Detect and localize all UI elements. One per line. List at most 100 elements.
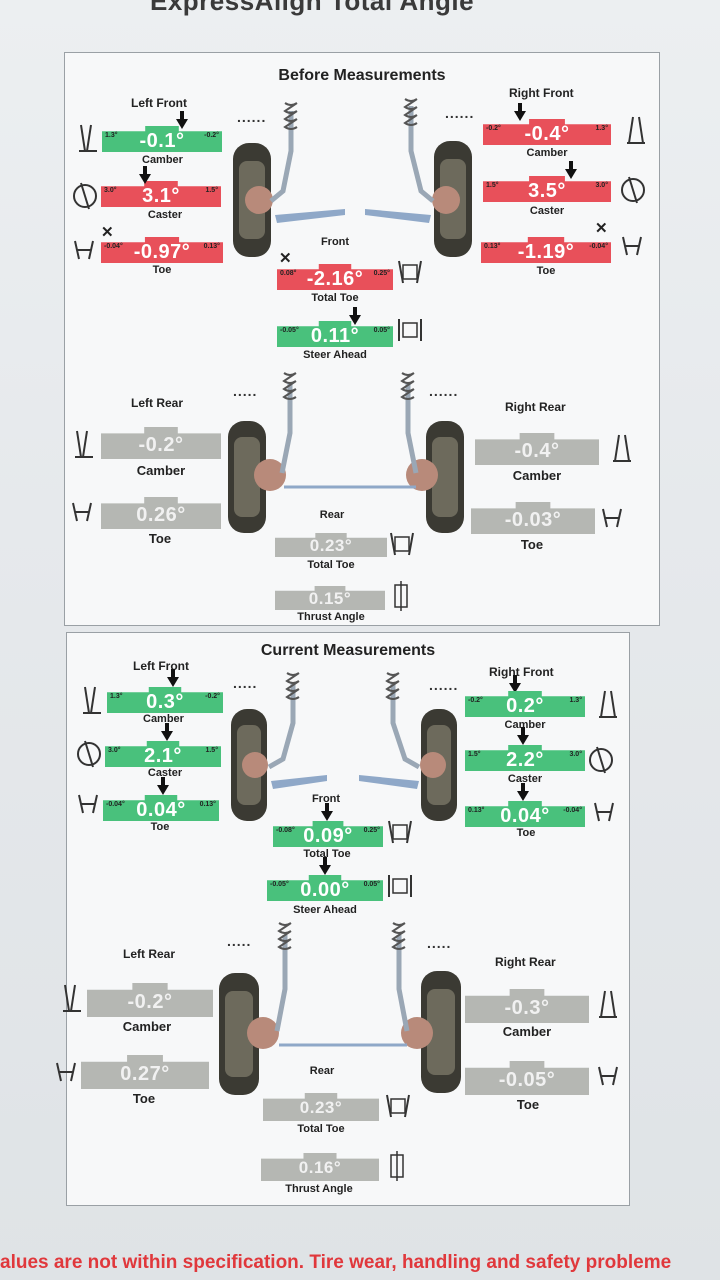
gauge-value: -0.3° [504,997,550,1019]
gauge-min: -0.2° [486,125,501,132]
leader-dots: ...... [429,677,459,693]
caster-label: Caster [529,205,565,217]
gauge-value: 0.04° [500,805,550,827]
right-rear-camber-gauge: -0.4° [475,433,599,465]
toe-label: Toe [152,264,172,276]
gauge-max: 1.3° [595,125,608,132]
arrow-down-icon [514,103,526,121]
gauge-min: 3.0° [104,187,117,194]
leader-dots: ...... [445,105,475,121]
camber-icon [83,686,101,714]
right-rear-camber-gauge: -0.3° [465,989,589,1023]
gauge-min: -0.2° [468,697,483,704]
front-total-toe-gauge: -0.08° 0.09° 0.25° [273,821,383,847]
steer-ahead-icon [398,319,422,341]
arrow-down-icon [517,727,529,745]
gauge-max: 0.25° [363,827,380,834]
left-front-toe-gauge: -0.04° -0.97° 0.13° [101,237,223,263]
gauge-value: -0.2° [138,434,184,456]
left-rear-camber-gauge: -0.2° [101,427,221,459]
left-front-caster-gauge: 3.0° 3.1° 1.5° [101,181,221,207]
gauge-max: -0.04° [563,807,582,814]
gauge-min: 0.08° [280,270,297,277]
toe-icon [74,240,94,260]
front-suspension-drawing [231,672,457,821]
right-front-caster-gauge: 1.5° 2.2° 3.0° [465,745,585,771]
leader-dots: ..... [227,933,252,949]
panel-title: Current Measurements [260,642,436,659]
gauge-min: 1.5° [468,751,481,758]
gauge-value: -0.4° [514,440,560,462]
gauge-value: 0.23° [299,1098,343,1117]
arrow-down-icon [167,669,179,687]
right-rear-toe-gauge: -0.03° [471,502,595,534]
steer-ahead-icon [388,875,412,897]
caster-label: Caster [507,773,543,785]
gauge-min: 0.13° [468,807,485,814]
left-rear-toe-gauge: 0.27° [81,1055,209,1089]
gauge-value: 0.11° [310,325,360,347]
camber-label: Camber [122,1019,172,1034]
gauge-max: 3.0° [569,751,582,758]
toe-icon [78,794,98,814]
right-front-toe-gauge: 0.13° -1.19° -0.04° [481,237,611,263]
thrust-angle-icon [394,581,408,611]
toe-label: Toe [520,537,544,552]
camber-icon [599,690,617,718]
camber-icon [627,116,645,144]
camber-icon [75,430,93,458]
camber-label: Camber [136,463,186,478]
rear-label: Rear [319,509,345,521]
steer-ahead-label: Steer Ahead [293,904,357,916]
toe-icon [622,236,642,256]
total-toe-icon [390,532,414,556]
arrow-down-icon [139,166,151,184]
gauge-max: 1.3° [569,697,582,704]
leader-dots: ..... [233,675,258,691]
thrust-angle-label: Thrust Angle [285,1183,353,1195]
camber-label: Camber [526,147,568,159]
gauge-value: -0.1° [139,130,185,152]
total-toe-icon [388,820,412,844]
steer-ahead-gauge: -0.05° 0.11° 0.05° [277,321,393,347]
gauge-value: 3.5° [528,180,566,202]
gauge-max: 0.25° [373,270,390,277]
total-toe-label: Total Toe [303,848,351,860]
rear-suspension-drawing [228,372,464,533]
document-title: ExpressAlign Total Angle [150,0,475,16]
right-rear-toe-gauge: -0.05° [465,1061,589,1095]
leader-dots: ..... [233,383,258,399]
front-label: Front [320,236,350,248]
toe-icon [72,502,92,522]
right-front-camber-gauge: -0.2° 0.2° 1.3° [465,691,585,717]
gauge-value: 0.26° [136,504,186,526]
leader-dots: ...... [237,109,267,125]
toe-label: Toe [132,1091,156,1106]
right-rear-label: Right Rear [505,400,566,414]
gauge-min: -0.04° [106,801,125,808]
x-mark-icon: ✕ [101,224,114,241]
toe-icon [56,1062,76,1082]
left-front-caster-gauge: 3.0° 2.1° 1.5° [105,741,221,767]
gauge-value: 0.3° [146,691,184,713]
total-toe-icon [398,260,422,284]
toe-label: Toe [536,265,556,277]
gauge-value: -1.19° [517,241,575,263]
right-front-caster-gauge: 1.5° 3.5° 3.0° [483,176,611,202]
toe-label: Toe [150,821,170,833]
gauge-min: 1.3° [110,693,123,700]
arrow-down-icon [517,783,529,801]
rear-suspension-drawing [219,922,461,1095]
gauge-value: 2.2° [506,749,544,771]
left-front-camber-gauge: 1.3° -0.1° -0.2° [102,126,222,152]
gauge-max: 0.05° [373,327,390,334]
gauge-value: -0.4° [524,123,570,145]
camber-label: Camber [143,713,184,725]
toe-label: Toe [148,531,172,546]
arrow-down-icon [321,803,333,821]
arrow-down-icon [157,777,169,795]
caster-icon [77,740,101,768]
gauge-value: 0.16° [298,1158,342,1177]
gauge-value: 0.15° [308,589,352,608]
gauge-value: 0.27° [120,1063,170,1085]
